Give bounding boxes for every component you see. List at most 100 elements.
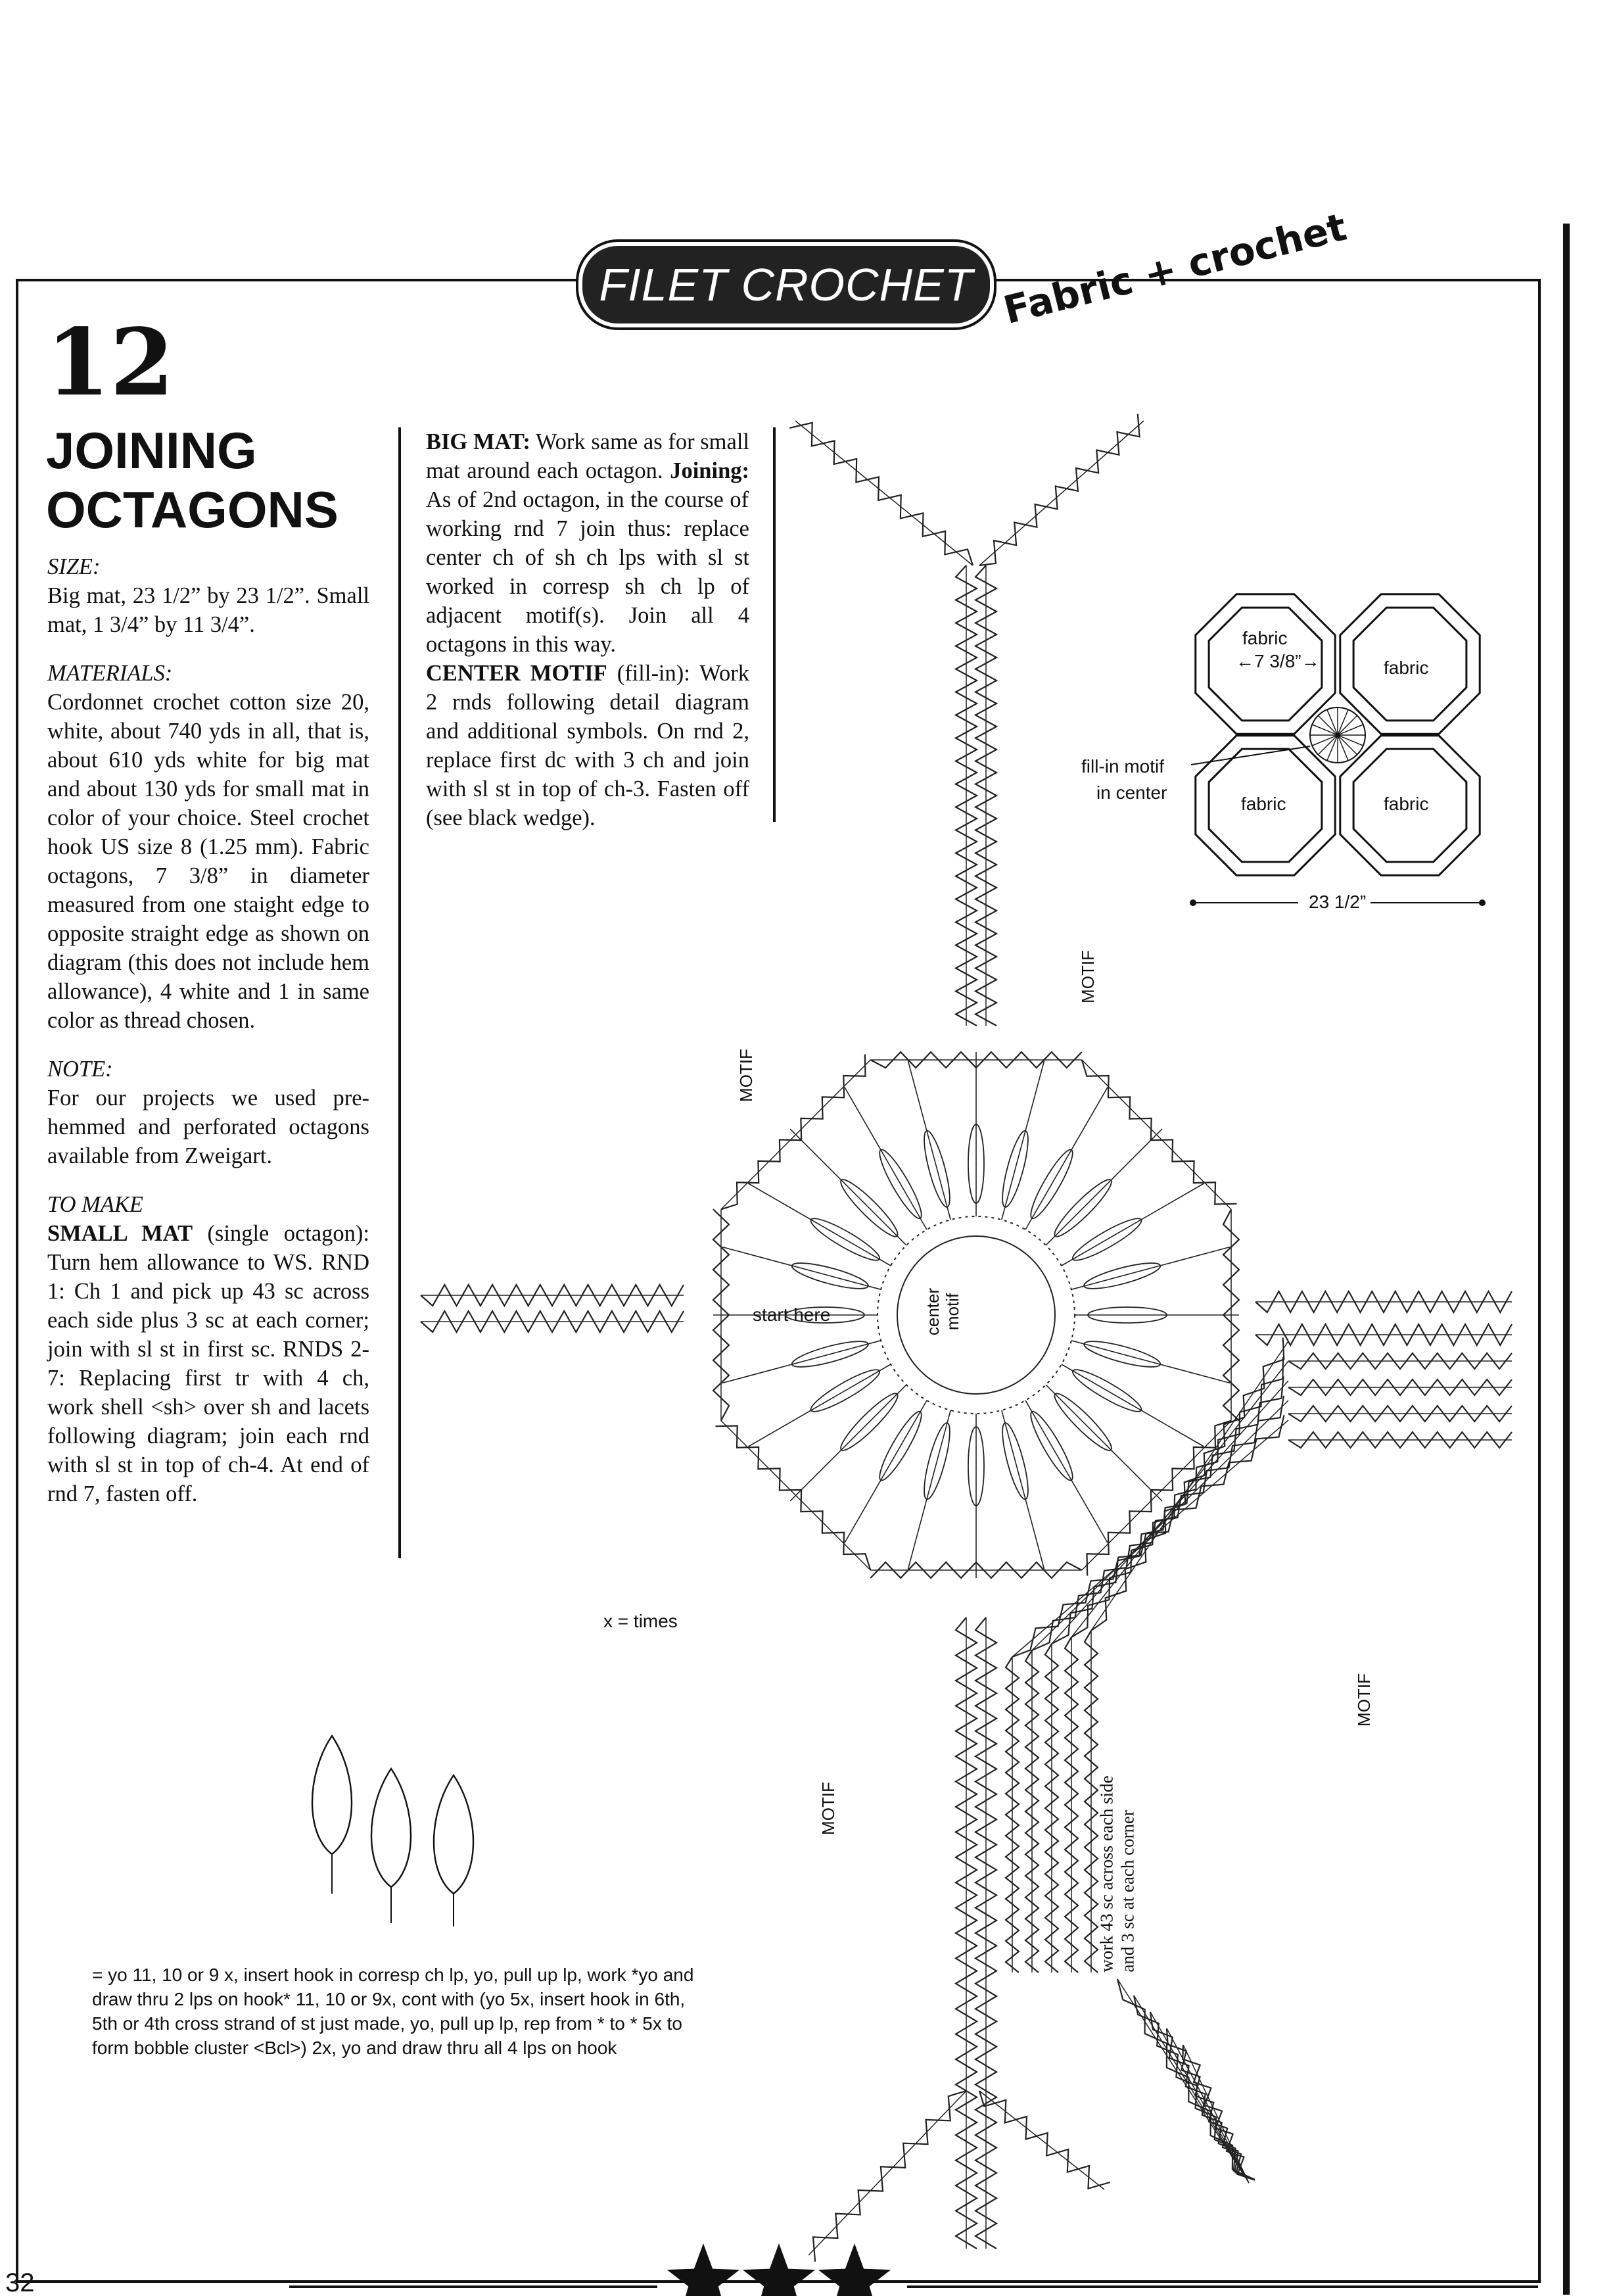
dimension-dot-right (1479, 899, 1486, 906)
fill-in-ray (1337, 734, 1364, 746)
petal (1030, 1410, 1073, 1481)
page-number: 32 (5, 2268, 35, 2296)
edge-row-lower (1182, 2044, 1255, 2181)
small-mat-text: (single octagon): Turn hem allowance to … (47, 1221, 369, 1506)
page-edge-bar (1563, 224, 1570, 2295)
edge-row-diagonal (1071, 1356, 1284, 1638)
ray (907, 1061, 951, 1220)
fill-in-ray (1337, 724, 1364, 736)
fill-in-ray (1337, 709, 1349, 736)
center-label-line-1: center (923, 1287, 943, 1336)
ray (722, 1340, 881, 1384)
ray (1071, 1340, 1230, 1384)
edge-row-lower-base (1183, 2044, 1250, 2184)
petal (840, 1393, 899, 1451)
edge-row-vertical (1024, 1650, 1040, 1973)
ray (1025, 1087, 1108, 1230)
dimension-dot-left (1190, 899, 1196, 906)
petal (1083, 1262, 1161, 1289)
edge-row-diagonal-base (1071, 1360, 1289, 1638)
petal (968, 1426, 985, 1506)
chain-lines (420, 414, 1512, 2262)
ray (1045, 1384, 1163, 1502)
petal (879, 1149, 922, 1220)
petal (1083, 1341, 1161, 1368)
fabric-label-1: fabric (1242, 628, 1288, 648)
ray (1001, 1410, 1045, 1569)
fill-in-ray (1337, 734, 1358, 755)
big-mat-paragraph: BIG MAT: Work same as for small mat arou… (426, 427, 749, 659)
ray (1071, 1246, 1230, 1290)
edge-row-diagonal (1090, 1337, 1285, 1631)
fill-in-ray (1337, 734, 1349, 761)
edge-row-diagonal-base (1031, 1400, 1289, 1651)
ray (1025, 1400, 1108, 1543)
fabric-label-4: fabric (1384, 794, 1429, 814)
layout-octagon-bottom-left-inner (1207, 748, 1323, 863)
diag-bottom-left-base (808, 2090, 967, 2256)
joining-label: Joining: (670, 458, 750, 483)
petal (1087, 1306, 1167, 1324)
motif-label-top-right: MOTIF (1077, 950, 1098, 1003)
bobble-legend: = yo 11, 10 or 9 x, insert hook in corre… (92, 1965, 694, 2058)
times-label: x = times (603, 1611, 678, 1631)
edge-row-diagonal (1051, 1376, 1284, 1644)
layout-octagon-top-right (1339, 593, 1481, 735)
small-mat-paragraph: SMALL MAT (single octagon): Turn hem all… (47, 1219, 369, 1508)
petal (810, 1218, 881, 1261)
to-make-heading: TO MAKE (47, 1192, 144, 1217)
edge-row-vertical (1083, 1630, 1099, 1973)
fill-in-ray (1317, 715, 1338, 736)
edge-row-diagonal-base (1090, 1341, 1289, 1631)
ray (722, 1246, 881, 1290)
ray (1045, 1128, 1163, 1246)
fill-in-ray (1326, 709, 1338, 736)
note-heading: NOTE: (47, 1057, 113, 1082)
petal (924, 1130, 950, 1208)
center-label-line-2: motif (943, 1293, 963, 1331)
size-text: Big mat, 23 1/2” by 23 1/2”. Small mat, … (47, 583, 369, 637)
dimension-big: 23 1/2” (1305, 892, 1371, 913)
fill-in-label: fill-in motif (1081, 756, 1165, 777)
motif-label-top-left: MOTIF (736, 1049, 756, 1102)
edge-note-line-1: work 43 sc across each side (1096, 1775, 1117, 1973)
petal (968, 1124, 985, 1204)
materials-heading: MATERIALS: (47, 661, 173, 686)
title-line-1: JOINING (46, 421, 257, 479)
column-rule-left (398, 427, 401, 1558)
center-motif-paragraph: CENTER MOTIF (fill-in): Work 2 rnds foll… (426, 659, 749, 832)
petal (1071, 1369, 1142, 1412)
footer-star (742, 2243, 816, 2296)
petal (1002, 1130, 1029, 1208)
footer-ornament (289, 2243, 1538, 2296)
layout-octagon-top-right-inner (1352, 606, 1468, 722)
petal (879, 1410, 922, 1481)
petal (1002, 1422, 1029, 1500)
fabric-label-2: fabric (1384, 658, 1429, 678)
ray (844, 1087, 927, 1230)
edge-row-vertical (1044, 1643, 1060, 1973)
fill-in-label-2: in center (1096, 782, 1167, 803)
motif-label-bottom-right: MOTIF (1353, 1673, 1374, 1727)
small-mat-label: SMALL MAT (47, 1221, 193, 1246)
center-motif-label: CENTER MOTIF (426, 661, 607, 686)
column-rule-middle (773, 427, 776, 822)
ray (907, 1410, 951, 1569)
fill-in-ray (1317, 734, 1338, 755)
center-motif-rays (713, 1052, 1239, 1578)
pattern-number: 12 (46, 309, 174, 417)
edge-row-lower (1116, 1978, 1255, 2180)
footer-star (818, 2243, 891, 2296)
petal (791, 1262, 869, 1289)
dimension-small-value: 7 3/8” (1254, 651, 1301, 671)
ray (1001, 1061, 1045, 1220)
layout-octagon-top-left (1194, 593, 1336, 735)
petal (785, 1306, 865, 1324)
fill-in-ray (1311, 724, 1338, 736)
big-mat-text: Work same as for small mat around each o… (426, 429, 749, 483)
ray (789, 1384, 907, 1502)
edge-row-lower (1149, 2011, 1255, 2181)
petal (1030, 1149, 1073, 1220)
